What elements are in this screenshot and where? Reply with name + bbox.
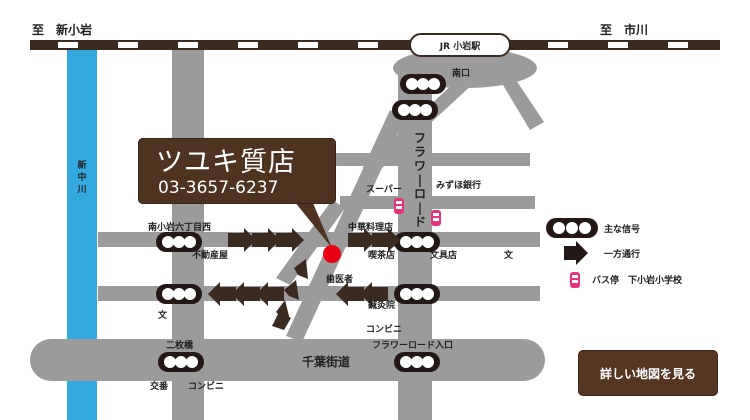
flower-road-entrance-label: フラワーロード入口	[372, 340, 453, 351]
road-short-2	[340, 196, 535, 209]
station-badge	[409, 33, 511, 57]
super-label: スーパー	[366, 183, 402, 195]
road-chiba-kaido	[30, 339, 545, 381]
legend: 主な信号 一方通行 バス停 下小岩小学校	[546, 218, 683, 288]
legend-bus-stop-label: バス停 下小岩小学校	[592, 274, 683, 286]
svg-text:フ: フ	[414, 131, 426, 145]
mizuho-label: みずほ銀行	[436, 179, 481, 191]
right-destination-label: 至 市川	[600, 22, 648, 37]
oneway-arrow-icon	[208, 282, 236, 306]
conveni1-label: コンビニ	[366, 323, 402, 335]
bunguten-label: 文具店	[429, 249, 457, 261]
store-pointer	[290, 196, 332, 248]
chuka-label: 中華料理店	[348, 221, 393, 233]
oneway-arrow-icon	[284, 280, 299, 300]
oneway-arrow-icon	[294, 259, 308, 279]
store-phone: 03-3657-6237	[158, 178, 279, 198]
signal-icon	[400, 74, 446, 94]
signal-icon	[394, 352, 440, 372]
detailed-map-button[interactable]: 詳しい地図を見る	[578, 350, 718, 396]
shinkyuin-label: 鍼灸院	[368, 299, 395, 311]
store-location-marker	[323, 245, 341, 263]
store-info-box: ツユキ質店 03-3657-6237	[138, 138, 336, 204]
store-name: ツユキ質店	[156, 147, 296, 178]
oneway-arrow-icon	[372, 228, 400, 252]
left-destination-label: 至 新小岩	[32, 22, 92, 37]
fudosanya-label: 不動産屋	[192, 249, 228, 261]
svg-text:|: |	[418, 201, 422, 215]
oneway-arrows	[208, 228, 400, 330]
bus-stop-icon	[431, 210, 441, 226]
oneway-arrow-icon	[228, 228, 256, 252]
shikaisha-label: 歯医者	[326, 273, 353, 285]
signal-icon	[394, 284, 440, 304]
rail-line	[30, 33, 720, 57]
legend-bus-stop-icon	[570, 272, 580, 288]
oneway-arrow-icon	[272, 312, 291, 330]
flower-road-label: フ ラ ワ | ロ | ド	[414, 131, 426, 229]
svg-text:新: 新	[77, 159, 86, 171]
oneway-arrow-icon	[348, 228, 376, 252]
svg-text:川: 川	[76, 184, 86, 195]
chiba-kaido-label: 千葉街道	[302, 354, 350, 369]
kissaten-label: 喫茶店	[368, 249, 395, 261]
signal-icon	[392, 100, 438, 120]
oneway-arrow-icon	[252, 228, 280, 252]
signal-icon	[394, 232, 440, 252]
oneway-arrow-icon	[336, 282, 364, 306]
legend-oneway-label: 一方通行	[604, 248, 640, 260]
signal-icon	[156, 232, 202, 252]
roads	[30, 40, 545, 420]
bus-stop-icon	[394, 198, 404, 214]
bun2-label: 文	[157, 309, 168, 321]
signal-icon	[156, 284, 202, 304]
legend-oneway-icon	[564, 241, 588, 265]
svg-text:ロ: ロ	[414, 187, 426, 201]
svg-text:ラ: ラ	[414, 145, 426, 159]
svg-text:ド: ド	[414, 215, 426, 229]
signals	[156, 74, 446, 372]
minamikoiwa6-label: 南小岩六丁目西	[148, 221, 211, 233]
oneway-arrow-icon	[360, 282, 388, 306]
conveni2-label: コンビニ	[188, 380, 224, 392]
svg-text:|: |	[418, 173, 422, 187]
svg-text:ワ: ワ	[414, 159, 426, 173]
nimaibashi-label: 二枚橋	[166, 339, 194, 351]
station-label: JR 小岩駅	[439, 40, 481, 52]
oneway-arrow-icon	[276, 228, 304, 252]
svg-text:中: 中	[77, 171, 86, 183]
road-station-diagonal	[500, 74, 544, 130]
bun1-label: 文	[503, 249, 514, 261]
legend-signal-label: 主な信号	[604, 223, 640, 235]
koban-label: 交番	[150, 380, 169, 392]
oneway-arrow-icon	[256, 282, 284, 306]
minamiguchi-label: 南口	[452, 67, 470, 79]
road-diagonal-2	[276, 200, 345, 285]
signal-icon	[158, 352, 204, 372]
river-label: 新 中 川	[76, 159, 86, 195]
oneway-arrow-icon	[232, 282, 260, 306]
road-station-diagonal-2	[362, 82, 475, 168]
legend-signal-icon	[546, 218, 598, 238]
